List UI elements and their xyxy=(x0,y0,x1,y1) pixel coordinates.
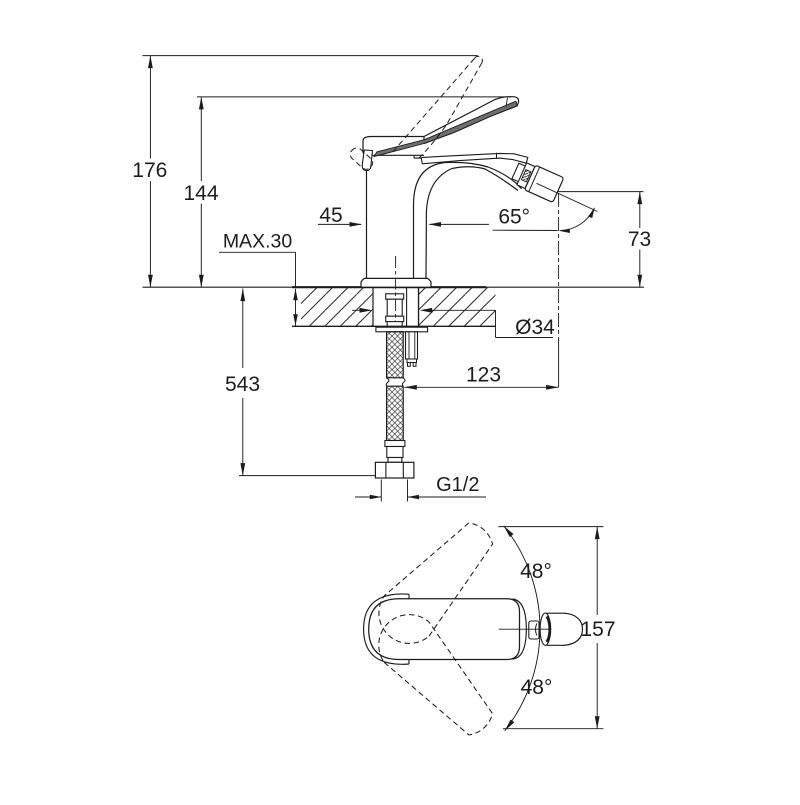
svg-text:48°: 48° xyxy=(521,676,553,699)
svg-text:45: 45 xyxy=(319,204,342,227)
svg-text:73: 73 xyxy=(628,228,651,251)
svg-text:MAX.30: MAX.30 xyxy=(223,231,293,253)
svg-text:65°: 65° xyxy=(498,206,530,229)
svg-text:157: 157 xyxy=(580,618,615,641)
svg-text:48°: 48° xyxy=(520,560,552,583)
svg-text:144: 144 xyxy=(183,182,218,205)
svg-text:Ø34: Ø34 xyxy=(515,316,555,339)
svg-text:123: 123 xyxy=(466,364,501,387)
svg-text:G1/2: G1/2 xyxy=(436,474,479,496)
svg-text:543: 543 xyxy=(225,373,260,396)
svg-text:176: 176 xyxy=(132,159,167,182)
